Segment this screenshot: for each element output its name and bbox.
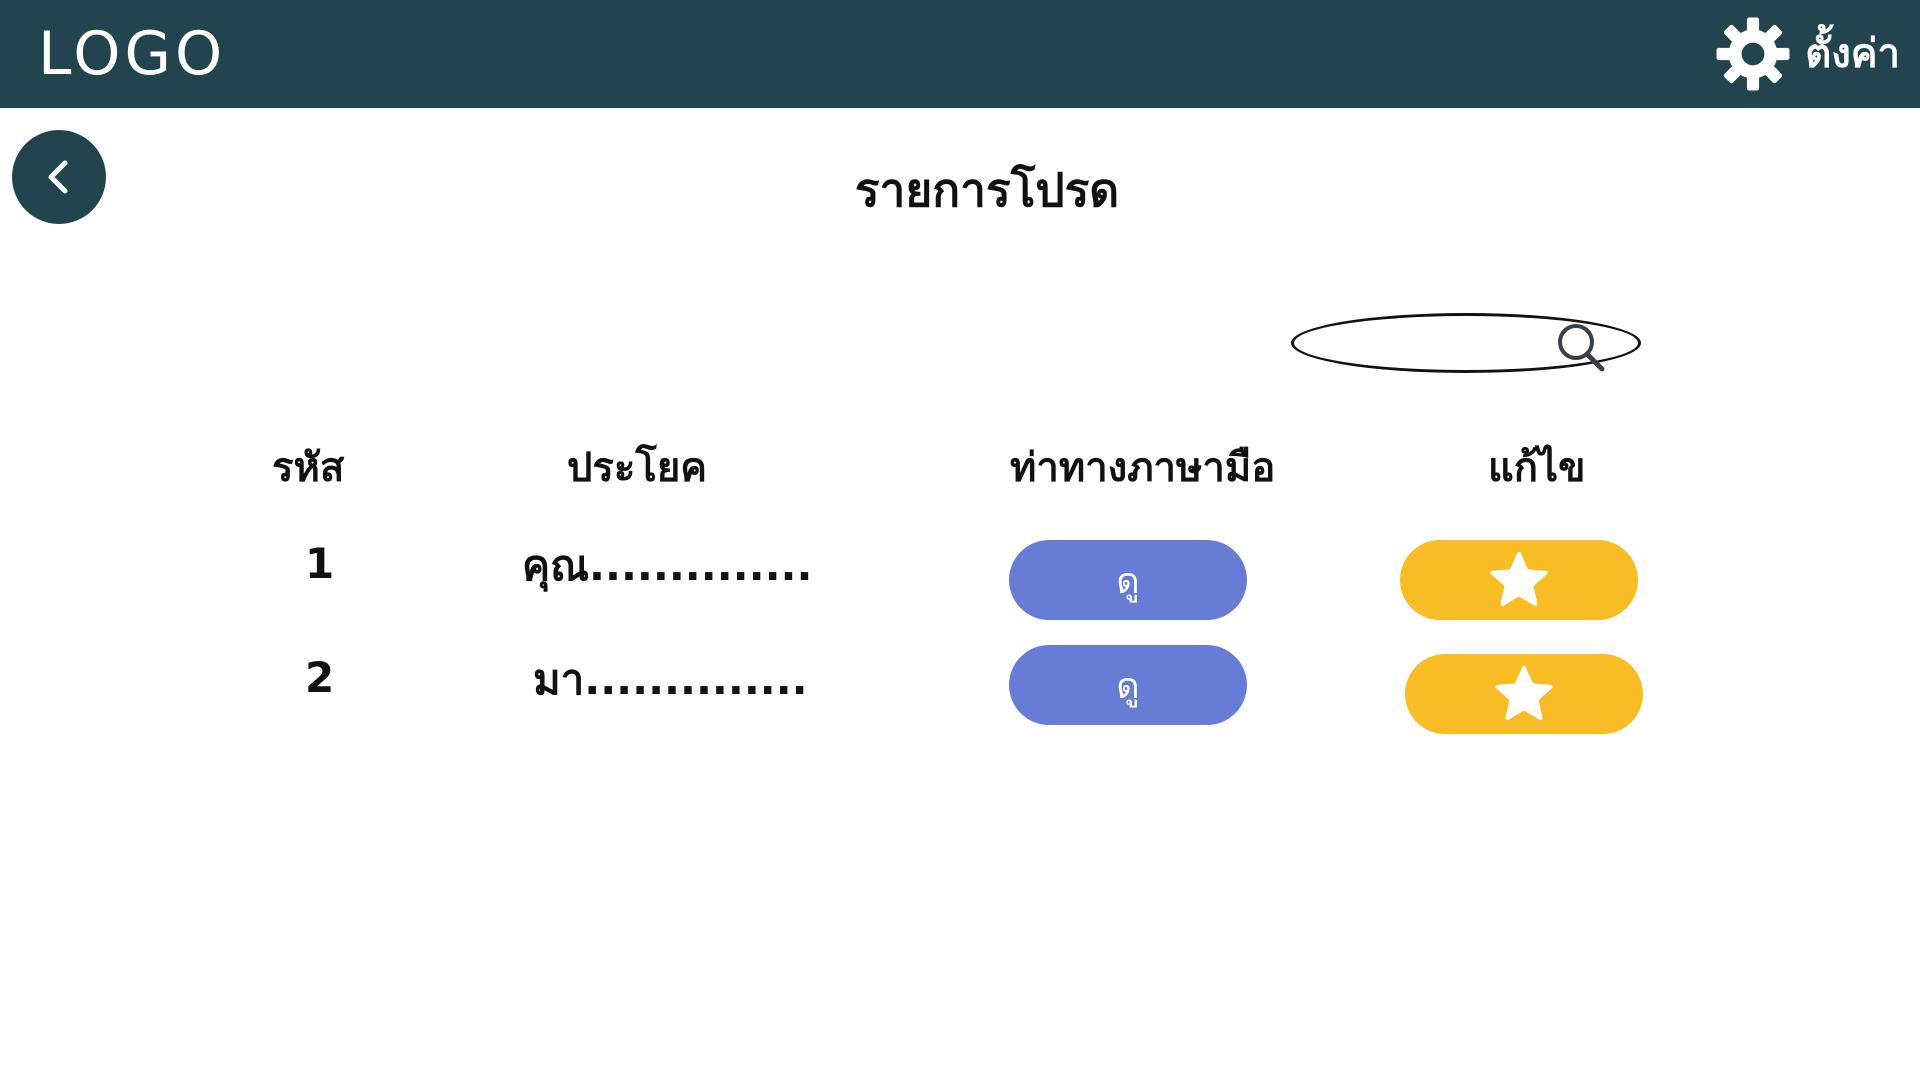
search-input[interactable]: [1324, 328, 1558, 362]
column-header-sentence: ประโยค: [567, 445, 708, 491]
row-2-sentence: มา..............: [533, 655, 808, 704]
page-title: รายการโปรด: [854, 163, 1120, 217]
gear-icon: [1716, 17, 1790, 91]
star-icon: [1495, 666, 1553, 720]
column-header-sign: ท่าทางภาษามือ: [1010, 445, 1276, 491]
search-icon[interactable]: [1554, 320, 1610, 376]
settings-label: ตั้งค่า: [1805, 31, 1900, 77]
logo: LOGO: [38, 19, 227, 89]
row-1-favorite-button[interactable]: [1400, 540, 1638, 620]
search-box[interactable]: [1291, 313, 1641, 373]
row-1-sentence: คุณ..............: [522, 541, 813, 590]
column-header-edit: แก้ไข: [1488, 445, 1586, 491]
top-bar: LOGO ตั้งค่า: [0, 0, 1920, 108]
row-1-id: 1: [305, 539, 335, 588]
row-2-view-button[interactable]: ดู: [1009, 645, 1247, 725]
back-button[interactable]: [12, 130, 106, 224]
column-header-id: รหัส: [272, 445, 345, 491]
settings-button[interactable]: ตั้งค่า: [1715, 14, 1900, 94]
star-icon: [1490, 552, 1548, 606]
row-1-view-button[interactable]: ดู: [1009, 540, 1247, 620]
row-2-favorite-button[interactable]: [1405, 654, 1643, 734]
row-2-id: 2: [305, 653, 335, 702]
chevron-left-icon: [48, 160, 68, 194]
